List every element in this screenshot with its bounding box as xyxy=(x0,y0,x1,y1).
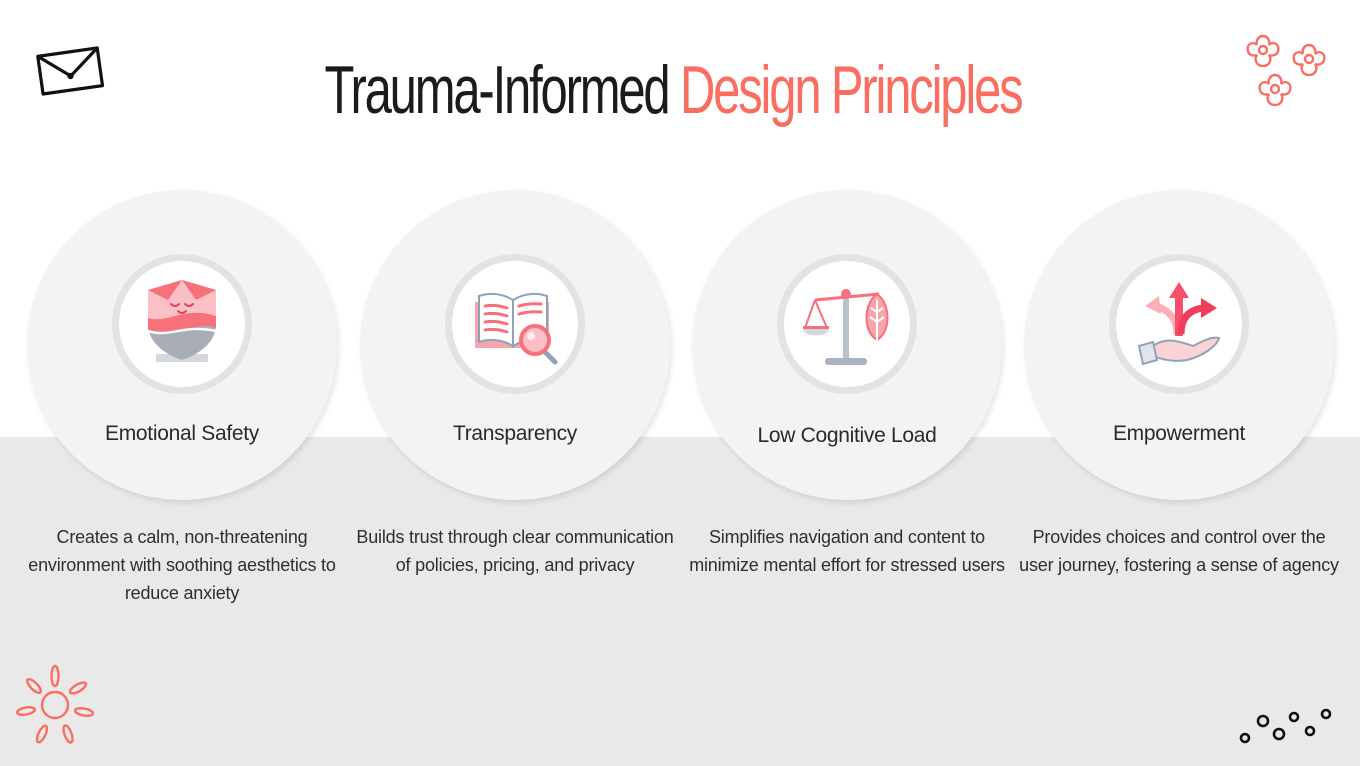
card-description: Creates a calm, non-threatening environm… xyxy=(28,527,336,603)
principle-card-low-cognitive-load: Low Cognitive Load xyxy=(692,190,1002,500)
card-description: Simplifies navigation and content to min… xyxy=(689,527,1005,575)
card-title: Transparency xyxy=(452,422,577,445)
card-title: Low Cognitive Load xyxy=(757,424,937,447)
calm-shield-icon xyxy=(147,280,217,362)
title-accent-part: Design Principles xyxy=(679,52,1024,128)
principle-card-emotional-safety: Emotional Safety xyxy=(27,190,337,500)
hand-choices-arrows-icon xyxy=(1137,282,1221,366)
principle-card-transparency: Transparency xyxy=(360,190,670,500)
balance-scale-leaf-icon xyxy=(803,289,889,365)
card-description: Builds trust through clear communication… xyxy=(356,527,674,575)
sun-icon xyxy=(15,664,95,744)
card-description: Provides choices and control over the us… xyxy=(1019,527,1339,575)
principle-card-empowerment: Empowerment xyxy=(1024,190,1334,500)
flowers-icon xyxy=(1246,34,1326,107)
book-magnifier-icon xyxy=(475,292,558,365)
title-dark-part: Trauma-Informed xyxy=(324,52,671,128)
icon-ring xyxy=(777,254,917,394)
page-title: Trauma-Informed Design Principles xyxy=(183,52,1162,128)
icon-ring xyxy=(1109,254,1249,394)
icon-ring xyxy=(445,254,585,394)
dots-icon xyxy=(1239,708,1332,744)
icon-ring xyxy=(112,254,252,394)
envelope-icon xyxy=(36,46,105,96)
card-title: Emotional Safety xyxy=(105,422,259,445)
card-title: Empowerment xyxy=(1112,422,1246,445)
